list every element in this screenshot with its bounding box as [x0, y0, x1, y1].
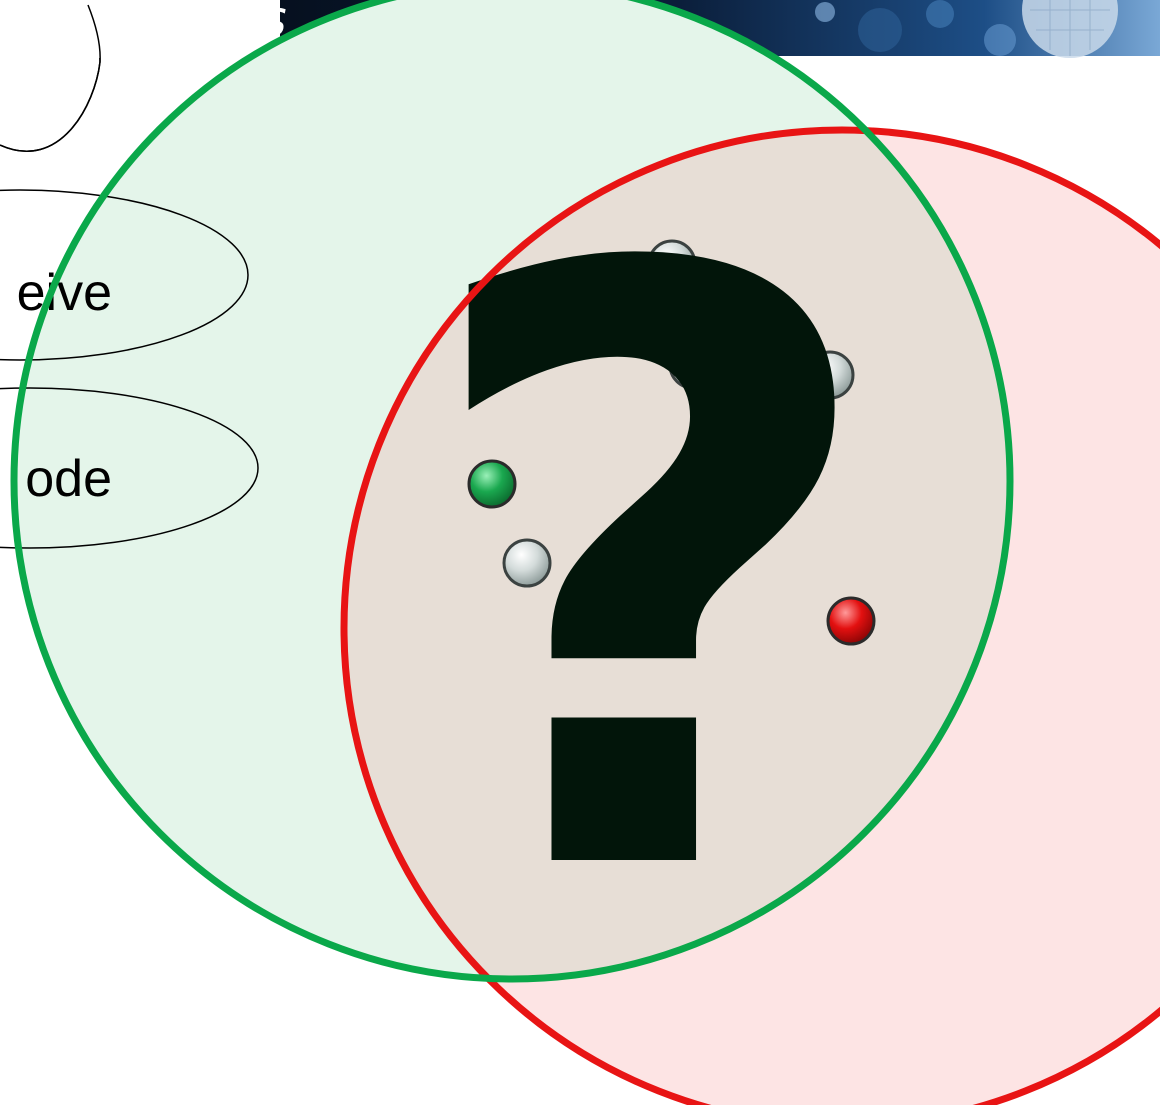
label-receive: eive — [17, 264, 112, 322]
bokeh-light — [815, 2, 835, 22]
header-left-mask — [0, 0, 120, 58]
header-title-fragment: tworks — [120, 0, 287, 48]
question-mark-icon: ? — [412, 100, 888, 1054]
bokeh-light — [858, 8, 902, 52]
bokeh-light — [926, 0, 954, 28]
label-decode: ode — [25, 450, 112, 508]
bokeh-light — [984, 24, 1016, 56]
